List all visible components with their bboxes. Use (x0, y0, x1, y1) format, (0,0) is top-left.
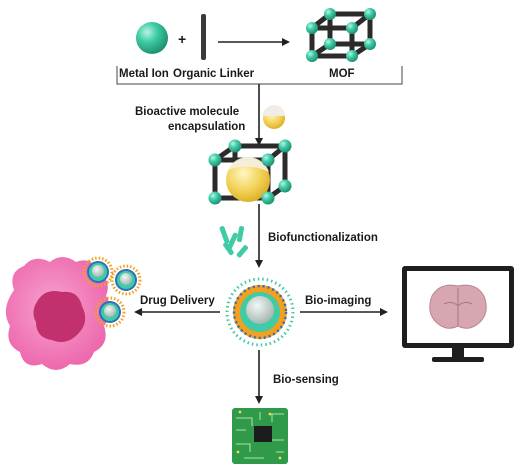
biosensor-chip (232, 408, 288, 464)
loaded-mof (208, 139, 292, 205)
bio-imaging-arrowhead (380, 308, 388, 316)
drug-delivery-arrowhead (134, 308, 142, 316)
label-bio-imaging: Bio-imaging (305, 295, 372, 307)
label-biofunctionalization: Biofunctionalization (268, 232, 378, 244)
bio-sensing-arrowhead (255, 396, 263, 404)
synthesis-arrowhead (282, 38, 290, 46)
biomolecule-icon (219, 226, 248, 258)
label-encapsulation-line1: Bioactive molecule (135, 106, 240, 118)
imaging-monitor (402, 266, 514, 362)
functionalized-mof-nanoparticle (225, 277, 295, 347)
cancer-cell (5, 257, 111, 370)
organic-linker-rod (201, 14, 206, 60)
label-mof: MOF (329, 68, 355, 80)
label-metal-ion: Metal Ion (119, 68, 169, 80)
mof-nodes (306, 8, 376, 62)
encapsulation-arrowhead (255, 138, 263, 146)
nanoparticle-small-3 (94, 296, 126, 328)
nanoparticle-small-2 (110, 264, 142, 296)
label-plus: + (178, 31, 187, 47)
label-drug-delivery: Drug Delivery (140, 295, 215, 307)
label-organic-linker: Organic Linker (173, 68, 255, 80)
label-bio-sensing: Bio-sensing (273, 374, 339, 386)
label-encapsulation-line2: encapsulation (168, 121, 246, 133)
mof-cube (309, 11, 373, 59)
metal-ion-sphere (136, 22, 168, 54)
nanoparticle-small-1 (82, 256, 114, 288)
biofunctionalization-arrowhead (255, 260, 263, 268)
